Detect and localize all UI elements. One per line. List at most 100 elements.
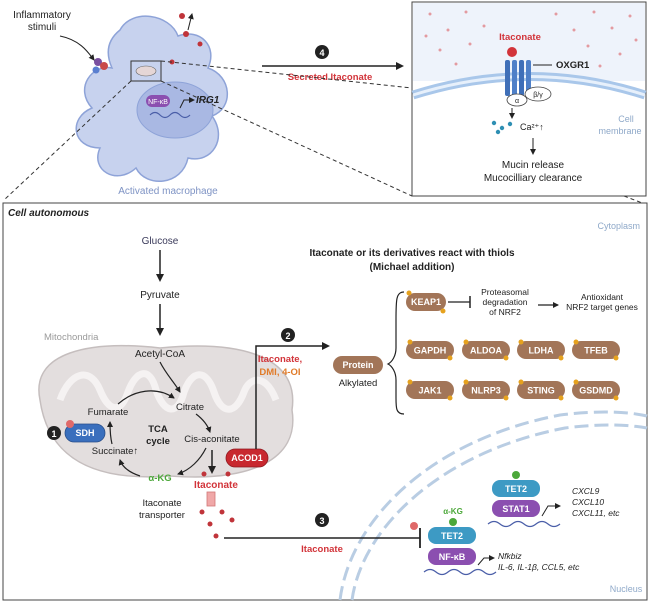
- pyruvate-label: Pyruvate: [140, 290, 180, 301]
- thiol-modification-dot: [503, 355, 509, 361]
- thiol-title-line2: (Michael addition): [370, 262, 455, 273]
- thiol-modification-dot: [518, 339, 524, 345]
- akg-cofactor-label: α-KG: [443, 507, 463, 516]
- transporter-label-line2: transporter: [139, 510, 185, 521]
- zoom-box: [130, 60, 162, 82]
- thiol-modification-dot: [558, 355, 564, 361]
- thiol-modification-dot: [503, 395, 509, 401]
- alkylated-label: Alkylated: [339, 378, 378, 389]
- nuclear-envelope-inner: [350, 423, 648, 601]
- protein-label-gapdh: GAPDH: [414, 346, 447, 356]
- protein-badge-nlrp3: [462, 381, 510, 399]
- protein-label-jak1: JAK1: [418, 386, 441, 396]
- tet2-label-2: TET2: [505, 484, 527, 494]
- itaconate-dot: [169, 59, 175, 65]
- itaconate-dots: [199, 471, 235, 539]
- step-1-badge: [47, 426, 61, 440]
- degradation-label-line1: Proteasomal: [481, 287, 529, 297]
- derivatives-label: DMI, 4-OI: [259, 367, 300, 378]
- mucociliary-label: Mucocilliary clearance: [484, 173, 583, 184]
- macrophage-label: Activated macrophage: [118, 186, 218, 197]
- mitochondrion: [38, 345, 294, 478]
- nuclear-envelope: [338, 410, 648, 601]
- tca-arrow: [195, 413, 212, 433]
- keap1-label: KEAP1: [411, 297, 441, 307]
- antioxidant-label-line2: NRF2 target genes: [566, 302, 638, 312]
- genes-a-line1: Nfkbiz: [498, 551, 522, 561]
- thiol-modification-dot: [447, 355, 453, 361]
- alkylated-proteins: KEAP1 Proteasomal degradation of NRF2 An…: [406, 287, 638, 317]
- g-alpha-label: α: [515, 98, 519, 105]
- protein-badge-sting: [517, 381, 565, 399]
- mini-mitochondrion-icon: [135, 65, 157, 77]
- tet2-badge: [428, 527, 476, 544]
- protein-label: Protein: [342, 360, 373, 370]
- cell-membrane-label-line1: Cell: [618, 114, 634, 124]
- stimuli-arrow: [59, 35, 95, 61]
- tet2-label: TET2: [441, 531, 463, 541]
- fumarate-label: Fumarate: [88, 407, 129, 418]
- mitochondria-label: Mitochondria: [44, 332, 99, 343]
- membrane-panel: Itaconate OXGR1 α β/γ Ca²⁺↑ Mucin releas…: [411, 1, 647, 197]
- zoom-connector: [160, 60, 413, 89]
- calcium-label: Ca²⁺↑: [520, 122, 544, 132]
- tca-arrow: [107, 421, 114, 445]
- step-2-badge: [281, 328, 295, 342]
- keap1-badge: [406, 293, 446, 311]
- tet2-badge-2: [492, 480, 540, 497]
- mitochondrion-outer: [38, 345, 294, 478]
- thiol-modification-dot: [407, 379, 413, 385]
- transporter-label-line1: Itaconate: [142, 498, 181, 509]
- cytoplasm-label: Cytoplasm: [597, 221, 640, 231]
- akg-label: α-KG: [148, 473, 171, 484]
- oxgr1-receptor-icon: [505, 47, 531, 96]
- nucleus-label: Nucleus: [610, 584, 643, 594]
- secretion-arrow: [187, 13, 194, 31]
- stat1-label: STAT1: [502, 504, 529, 514]
- tca-arrow: [118, 459, 141, 477]
- dna-icon: [149, 111, 191, 119]
- protein-label-tfeb: TFEB: [584, 346, 608, 356]
- dna-icon: [487, 520, 561, 528]
- itaconate-dot: [179, 13, 185, 19]
- akg-dot: [512, 471, 520, 479]
- acod1-label: ACOD1: [231, 453, 263, 463]
- nucleus-icon: [136, 81, 214, 139]
- thiol-modification-dot: [573, 379, 579, 385]
- oxgr1-label: OXGR1: [556, 60, 590, 71]
- stimulus-dot: [100, 62, 108, 70]
- dna-icon: [423, 568, 497, 576]
- thiol-modification-dot: [558, 395, 564, 401]
- transcription-arrow: [179, 97, 195, 109]
- itaconate-route2-label: Itaconate,: [258, 354, 302, 365]
- thiol-modification-dot: [463, 379, 469, 385]
- stimulus-dot: [92, 66, 100, 74]
- transcription-arrow: [477, 555, 495, 566]
- mitochondrion-cristae: [56, 370, 280, 413]
- thiol-title-line1: Itaconate or its derivatives react with …: [309, 248, 515, 259]
- protein-badge-gsdmd: [572, 381, 620, 399]
- itaconate-dot: [183, 31, 189, 37]
- panel-itaconate-label: Itaconate: [499, 32, 541, 43]
- acetyl-coa-label: Acetyl-CoA: [135, 349, 185, 360]
- itaconate-dot: [410, 522, 418, 530]
- route-2-arrow: [255, 342, 330, 449]
- activated-macrophage: NF-κB IRG1: [59, 13, 229, 182]
- g-alpha-icon: [506, 93, 528, 107]
- acetyl-arrow: [159, 361, 181, 393]
- citrate-label: Citrate: [176, 402, 204, 413]
- sdh-label: SDH: [75, 428, 94, 438]
- itaconate-dot: [197, 41, 203, 47]
- step-3-badge: [315, 513, 329, 527]
- step-1-number: 1: [51, 429, 56, 439]
- thiol-modification-dot: [613, 355, 619, 361]
- g-beta-gamma-icon: [524, 86, 552, 102]
- genes-a-line2: IL-6, IL-1β, CCL5, etc: [498, 562, 580, 572]
- thiol-modification-dot: [613, 395, 619, 401]
- protein-badge-tfeb: [572, 341, 620, 359]
- g-beta-gamma-label: β/γ: [533, 92, 543, 99]
- transporter-icon: [206, 491, 216, 507]
- step-4-number: 4: [319, 48, 324, 58]
- degradation-label-line3: of NRF2: [489, 307, 521, 317]
